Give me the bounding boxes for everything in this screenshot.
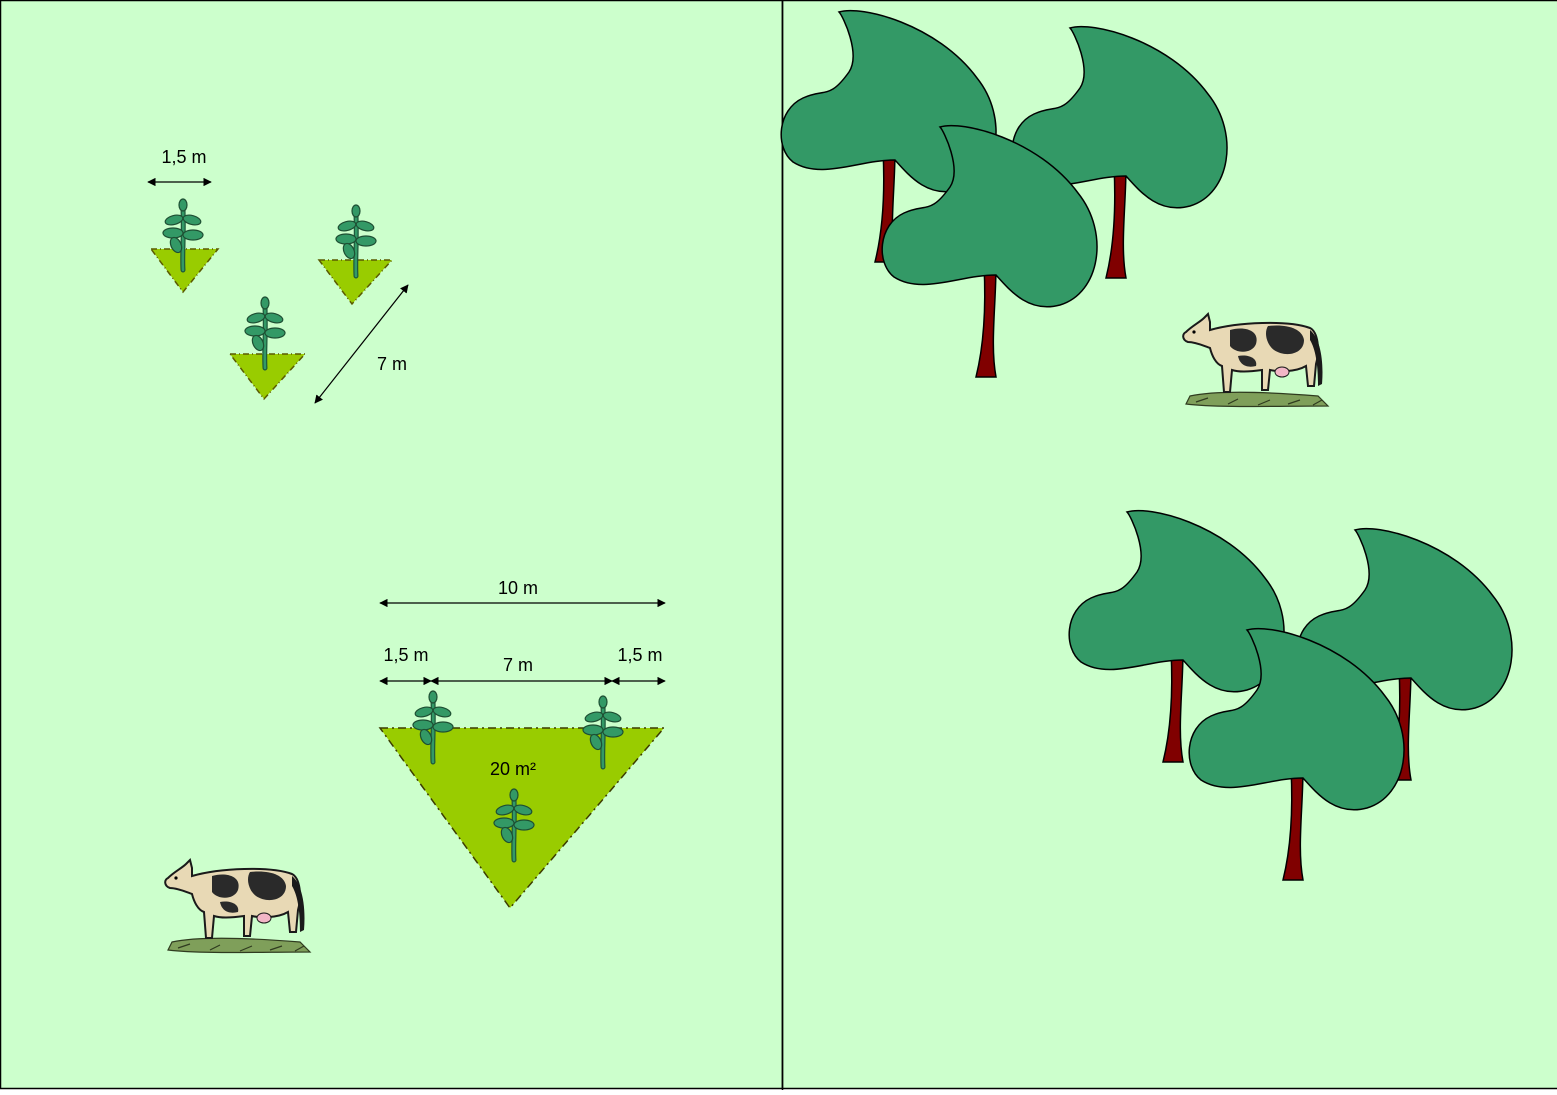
margin-left-label: 1,5 m bbox=[383, 645, 428, 665]
planting-distance-label: 7 m bbox=[377, 354, 407, 374]
left-panel bbox=[1, 1, 783, 1089]
inner-width-label: 7 m bbox=[503, 655, 533, 675]
area-label: 20 m² bbox=[490, 759, 536, 779]
seedling-width-label: 1,5 m bbox=[161, 147, 206, 167]
margin-right-label: 1,5 m bbox=[617, 645, 662, 665]
total-width-label: 10 m bbox=[498, 578, 538, 598]
